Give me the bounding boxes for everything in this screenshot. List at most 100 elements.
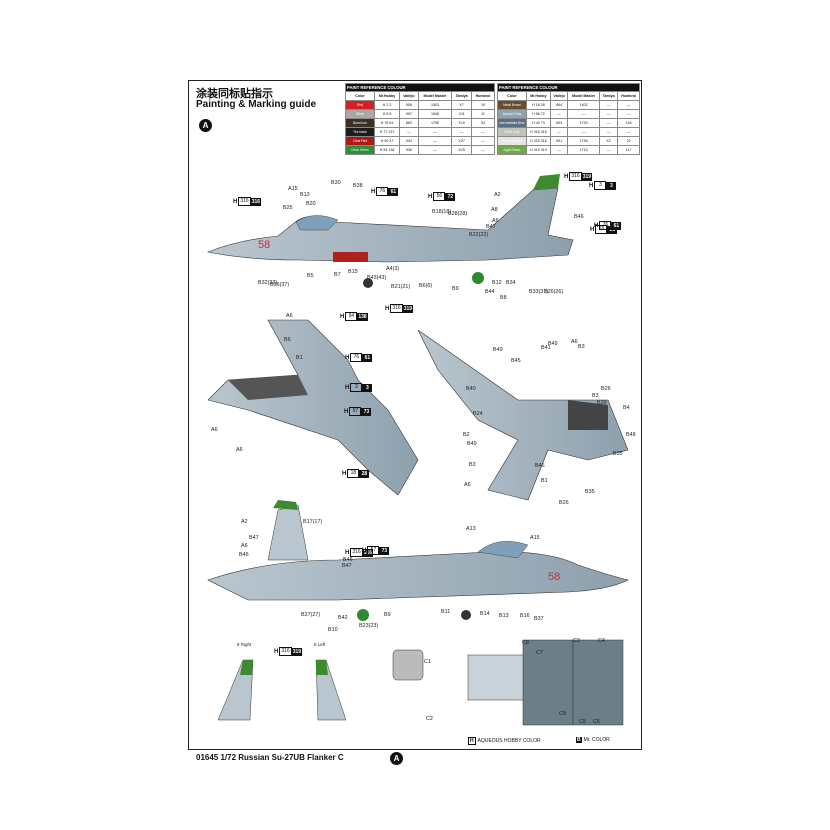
callout-label: B5	[307, 273, 314, 279]
title-english: Painting & Marking guide	[196, 99, 317, 110]
cell-master: —	[417, 136, 453, 146]
cell-tamiya: —	[598, 127, 619, 137]
column-header: Vallejo	[549, 91, 569, 101]
mr-color-code: 3	[606, 181, 617, 190]
cell-vallejo: —	[549, 109, 569, 119]
column-header: Mr.Hobby	[526, 91, 551, 101]
color-swatch: Intermediate Blue	[497, 118, 527, 128]
callout-label: C2	[426, 716, 433, 722]
cell-master: —	[567, 127, 600, 137]
callout-label: B22(22)	[469, 232, 489, 238]
callout-label: B49	[548, 341, 558, 347]
callout-label: B46	[535, 463, 545, 469]
callout-label: A15	[288, 186, 298, 192]
cell-vallejo: —	[549, 127, 569, 137]
callout-label: C3	[573, 638, 580, 644]
side-number-bottom: 58	[548, 571, 560, 583]
fin-label-left: 8 Left	[314, 642, 326, 647]
cell-tamiya: —	[451, 127, 472, 137]
paint-h-prefix: H	[342, 470, 347, 477]
color-swatch: Clear Green	[345, 145, 375, 155]
column-header: Humbrol	[617, 91, 640, 101]
cell-master: 1402	[567, 100, 600, 110]
legend-mr-box: B	[576, 737, 582, 743]
callout-label: C4	[598, 638, 605, 644]
paint-h-prefix: H	[233, 198, 238, 205]
mr-color-code: 319	[291, 647, 303, 656]
cell-vallejo: 991	[549, 136, 569, 146]
callout-label: A4(3)	[386, 266, 400, 272]
callout-label: A6	[241, 543, 248, 549]
callout-label: C6	[593, 719, 600, 725]
paint-h-prefix: H	[274, 648, 279, 655]
callout-label: B47	[486, 224, 496, 230]
legend-aqueous: H AQUEOUS HOBBY COLOR	[468, 737, 541, 745]
cell-hobby: H 94 138	[373, 145, 401, 155]
cell-hobby: H 77 137	[373, 127, 401, 137]
cockpit-details	[392, 639, 624, 726]
cell-humbrol: —	[617, 100, 640, 110]
callout-label: B30	[331, 180, 341, 186]
column-header: Model Master	[417, 91, 453, 101]
column-header: Vallejo	[399, 91, 419, 101]
paint-h-prefix: H	[344, 408, 349, 415]
cell-tamiya: X11	[451, 109, 472, 119]
mr-color-code: 72	[445, 192, 456, 201]
callout-label: B38	[353, 183, 363, 189]
color-swatch: Red	[345, 100, 375, 110]
callout-label: B43(43)	[367, 275, 387, 281]
aqueous-code: 56	[433, 192, 446, 201]
callout-label: A6	[464, 482, 471, 488]
footer-title: 01645 1/72 Russian Su-27UB Flanker C	[196, 753, 344, 762]
aqueous-code: 316	[350, 548, 363, 557]
aqueous-code: 57	[349, 407, 362, 416]
cell-vallejo: 863	[399, 118, 419, 128]
column-header: Tamiya	[598, 91, 619, 101]
cell-tamiya: —	[598, 109, 619, 119]
cell-hobby: H 76 61	[373, 118, 401, 128]
callout-label: B26	[601, 386, 611, 392]
aqueous-code: 316	[569, 172, 582, 181]
callout-label: B48	[626, 432, 636, 438]
callout-label: B47	[342, 563, 352, 569]
legend-aqueous-box: H	[468, 737, 476, 745]
aqueous-code: 94	[345, 312, 358, 321]
callout-label: B24	[473, 411, 483, 417]
callout-label: B21(21)	[391, 284, 411, 290]
paint-h-prefix: H	[589, 182, 594, 189]
callout-label: A6	[492, 218, 499, 224]
aqueous-code: 316	[238, 197, 251, 206]
callout-label: B11	[441, 609, 451, 615]
callout-label: B26	[559, 500, 569, 506]
cell-hobby: H 8 8	[373, 109, 401, 119]
paint-h-prefix: H	[428, 193, 433, 200]
callout-label: B3	[592, 393, 599, 399]
callout-label: A6	[236, 447, 243, 453]
legend-mr-label: Mr. COLOR	[583, 737, 610, 743]
callout-label: B13	[499, 613, 509, 619]
cell-humbrol: —	[470, 136, 496, 146]
callout-label: B34	[506, 280, 516, 286]
cell-hobby: H 90 47	[373, 136, 401, 146]
paint-h-prefix: H	[590, 226, 595, 233]
callout-label: C9	[559, 711, 566, 717]
scheme-badge: A	[199, 119, 212, 132]
cell-humbrol: 53	[470, 118, 496, 128]
callout-label: B26(26)	[544, 289, 564, 295]
cell-master: —	[567, 109, 600, 119]
cell-humbrol: 19	[470, 100, 496, 110]
callout-label: B3	[469, 462, 476, 468]
callout-label: B39	[597, 400, 607, 406]
cell-tamiya: X27	[451, 136, 472, 146]
cell-humbrol: —	[617, 127, 640, 137]
upper-planform	[207, 319, 419, 496]
